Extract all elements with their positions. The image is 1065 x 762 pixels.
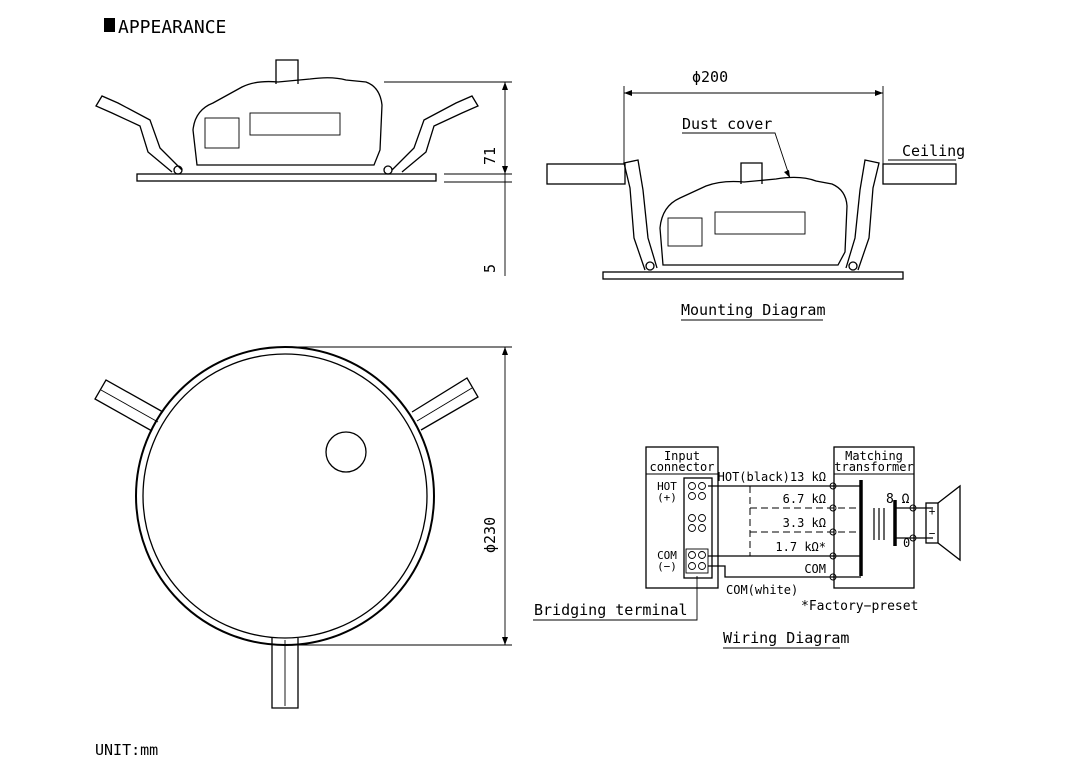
section-title: APPEARANCE xyxy=(118,17,226,38)
front-clamp-tab-right xyxy=(411,377,479,431)
wiring-caption: Wiring Diagram xyxy=(723,629,849,647)
dim-cutout-label: ϕ200 xyxy=(692,68,728,86)
wiring-diagram xyxy=(533,446,961,621)
dim-height-label: 71 xyxy=(481,147,499,165)
side-clamp-left xyxy=(95,95,183,173)
front-grille-dot xyxy=(325,431,367,473)
mounting-view xyxy=(546,86,957,280)
com-polarity: (−) xyxy=(657,560,677,573)
side-view xyxy=(95,59,479,182)
secondary-8ohm-label: 8 Ω xyxy=(886,492,910,507)
front-clamp-tab-bottom xyxy=(271,638,299,709)
mount-internal-detail xyxy=(714,211,806,235)
header-square-icon xyxy=(104,18,115,32)
side-internal-detail xyxy=(249,112,341,136)
side-flange xyxy=(136,173,437,182)
dust-cover-leader xyxy=(682,132,791,179)
side-clamp-pivot-right xyxy=(383,165,393,175)
factory-preset-note: *Factory−preset xyxy=(801,599,918,614)
bridging-terminal-leader xyxy=(533,576,698,621)
mount-top-bracket xyxy=(740,162,763,184)
speaker-cone xyxy=(937,484,961,562)
tap-6k7-label: 6.7 kΩ xyxy=(783,492,826,506)
bridging-terminal-label: Bridging terminal xyxy=(534,601,688,619)
hot-label: HOT xyxy=(657,480,677,493)
mount-magnet-detail xyxy=(667,217,703,247)
speaker-plus-label: + xyxy=(929,505,936,518)
speaker-minus-label: − xyxy=(929,527,936,540)
front-flange-inner xyxy=(142,353,428,639)
matching-transformer-box xyxy=(833,446,915,589)
input-connector-box xyxy=(645,446,719,589)
tap-3k3-label: 3.3 kΩ xyxy=(783,516,826,530)
input-connector-label-2: connector xyxy=(649,460,714,474)
speaker-voice-coil xyxy=(925,502,939,544)
com-white-label: COM(white) xyxy=(726,583,798,597)
tap-1k7-label: 1.7 kΩ* xyxy=(775,540,826,554)
front-view xyxy=(94,346,479,709)
ceiling-label: Ceiling xyxy=(902,142,965,160)
side-top-bracket xyxy=(275,59,299,84)
unit-label: UNIT:mm xyxy=(95,741,158,759)
mount-flange xyxy=(602,271,904,280)
bridging-terminal xyxy=(685,548,709,574)
dim-diameter-label: ϕ230 xyxy=(481,517,499,553)
side-dimensions xyxy=(384,81,512,276)
side-magnet-detail xyxy=(204,117,240,149)
mount-clamp-left xyxy=(623,159,658,271)
front-clamp-tab-left xyxy=(94,379,164,432)
transformer-label-1: Matching xyxy=(845,449,903,463)
hot-polarity: (+) xyxy=(657,491,677,504)
tap-13k-label: HOT(black)13 kΩ xyxy=(718,470,826,484)
mount-enclosure xyxy=(659,176,848,266)
side-clamp-right xyxy=(391,95,479,173)
terminal-block xyxy=(683,477,713,579)
ceiling-slab-right xyxy=(882,163,957,185)
input-connector-label-1: Input xyxy=(664,449,700,463)
dim-flange-label: 5 xyxy=(481,264,499,273)
tap-com-label: COM xyxy=(804,562,826,576)
side-clamp-pivot-left xyxy=(173,165,183,175)
com-label: COM xyxy=(657,549,677,562)
side-enclosure xyxy=(192,77,383,166)
front-flange-outer xyxy=(135,346,435,646)
mount-clamp-right xyxy=(845,159,880,271)
dust-cover-label: Dust cover xyxy=(682,115,772,133)
ceiling-slab-left xyxy=(546,163,626,185)
transformer-label-2: transformer xyxy=(834,460,913,474)
mounting-caption: Mounting Diagram xyxy=(681,301,826,319)
secondary-zero-label: 0 xyxy=(903,536,910,550)
front-dimensions xyxy=(292,346,512,646)
